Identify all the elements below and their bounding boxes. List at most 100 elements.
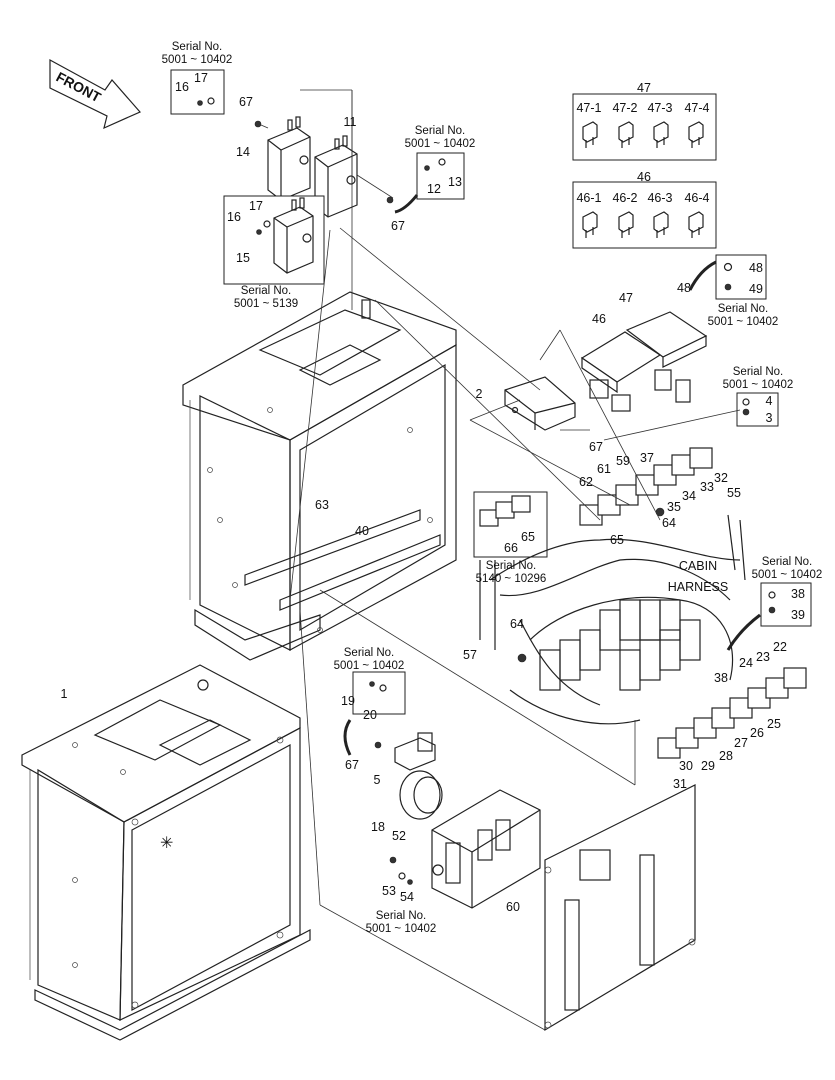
callout-46: 46 xyxy=(637,170,651,184)
callout-67: 67 xyxy=(239,95,253,109)
serial-range: 5001 ~ 10402 xyxy=(752,569,823,581)
callout-65: 65 xyxy=(521,530,535,544)
callout-23: 23 xyxy=(756,650,770,664)
main-cabinet xyxy=(182,291,457,661)
callout-29: 29 xyxy=(701,759,715,773)
serial-range: 5140 ~ 10296 xyxy=(476,573,547,585)
callout-64: 64 xyxy=(510,617,524,631)
serial-inset-16-17 xyxy=(170,69,225,115)
fuse-icon xyxy=(688,211,704,238)
callout-47-3: 47-3 xyxy=(647,101,672,115)
callout-54: 54 xyxy=(400,890,414,904)
callout-12: 12 xyxy=(427,182,441,196)
reference-lines xyxy=(289,89,741,1031)
relay-14 xyxy=(267,116,311,201)
callout-64: 64 xyxy=(662,516,676,530)
callout-35: 35 xyxy=(667,500,681,514)
front-arrow: FRONT xyxy=(49,58,141,130)
serial-title: Serial No. xyxy=(376,910,427,922)
screw-67-a xyxy=(254,120,269,129)
callout-30: 30 xyxy=(679,759,693,773)
callout-38: 38 xyxy=(714,671,728,685)
fuse-icon xyxy=(618,121,634,148)
control-unit-2 xyxy=(504,376,576,431)
callout-20: 20 xyxy=(363,708,377,722)
callout-67: 67 xyxy=(345,758,359,772)
serial-range: 5001 ~ 10402 xyxy=(334,660,405,672)
callout-24: 24 xyxy=(739,656,753,670)
serial-range: 5001 ~ 10402 xyxy=(723,379,794,391)
callout-37: 37 xyxy=(640,451,654,465)
callout-34: 34 xyxy=(682,489,696,503)
callout-2: 2 xyxy=(476,387,483,401)
callout-39: 39 xyxy=(791,608,805,622)
cover-logo-glyph: ✳ xyxy=(160,835,173,852)
serial-inset-19-20 xyxy=(343,671,406,756)
fuse-icon xyxy=(653,121,669,148)
callout-28: 28 xyxy=(719,749,733,763)
cabin-harness xyxy=(479,507,746,725)
callout-31: 31 xyxy=(673,777,687,791)
fuse-holder-assembly xyxy=(580,311,708,412)
harness-label: CABIN xyxy=(679,559,717,573)
callout-33: 33 xyxy=(700,480,714,494)
callout-57: 57 xyxy=(463,648,477,662)
labels: Serial No. 5001 ~ 10402 Serial No. 5001 … xyxy=(61,41,823,935)
callout-55: 55 xyxy=(727,486,741,500)
serial-title: Serial No. xyxy=(241,285,292,297)
serial-range: 5001 ~ 10402 xyxy=(708,316,779,328)
serial-title: Serial No. xyxy=(718,303,769,315)
callout-60: 60 xyxy=(506,900,520,914)
serial-inset-38-39 xyxy=(726,582,812,651)
callout-40: 40 xyxy=(355,524,369,538)
callout-62: 62 xyxy=(579,475,593,489)
serial-inset-52-54 xyxy=(389,856,413,885)
callout-52: 52 xyxy=(392,829,406,843)
callout-13: 13 xyxy=(448,175,462,189)
serial-title: Serial No. xyxy=(172,41,223,53)
callout-46-1: 46-1 xyxy=(576,191,601,205)
callout-63: 63 xyxy=(315,498,329,512)
callout-5: 5 xyxy=(374,773,381,787)
callout-27: 27 xyxy=(734,736,748,750)
relay-row-upper xyxy=(579,447,713,526)
callout-48: 48 xyxy=(749,261,763,275)
callout-47: 47 xyxy=(619,291,633,305)
serial-title: Serial No. xyxy=(762,556,813,568)
fuse-icon xyxy=(582,121,598,148)
fuse-icon xyxy=(582,211,598,238)
buzzer-18 xyxy=(399,770,443,820)
fuse-icon xyxy=(618,211,634,238)
callout-25: 25 xyxy=(767,717,781,731)
fuse-icon xyxy=(653,211,669,238)
callout-4: 4 xyxy=(766,394,773,408)
callout-38: 38 xyxy=(791,587,805,601)
side-panel xyxy=(544,784,696,1032)
callout-67: 67 xyxy=(589,440,603,454)
bracket-5 xyxy=(374,732,436,771)
callout-46-4: 46-4 xyxy=(684,191,709,205)
callout-11: 11 xyxy=(344,115,357,129)
serial-inset-65-66 xyxy=(473,491,548,558)
callout-47-1: 47-1 xyxy=(576,101,601,115)
serial-inset-4-3 xyxy=(736,392,779,427)
serial-inset-48-49 xyxy=(688,254,767,300)
callout-46-2: 46-2 xyxy=(612,191,637,205)
cover-panel-1: ✳ xyxy=(21,664,311,1041)
callout-3: 3 xyxy=(766,411,773,425)
callout-16: 16 xyxy=(175,80,189,94)
callout-46-3: 46-3 xyxy=(647,191,672,205)
serial-title: Serial No. xyxy=(344,647,395,659)
ecu-60 xyxy=(431,789,541,909)
callout-67: 67 xyxy=(391,219,405,233)
harness-label: HARNESS xyxy=(668,580,728,594)
fuse-icon xyxy=(688,121,704,148)
callout-18: 18 xyxy=(371,820,385,834)
callout-32: 32 xyxy=(714,471,728,485)
callout-61: 61 xyxy=(597,462,611,476)
callout-66: 66 xyxy=(504,541,518,555)
callout-47-4: 47-4 xyxy=(684,101,709,115)
callout-46: 46 xyxy=(592,312,606,326)
serial-inset-12-13 xyxy=(394,152,465,214)
